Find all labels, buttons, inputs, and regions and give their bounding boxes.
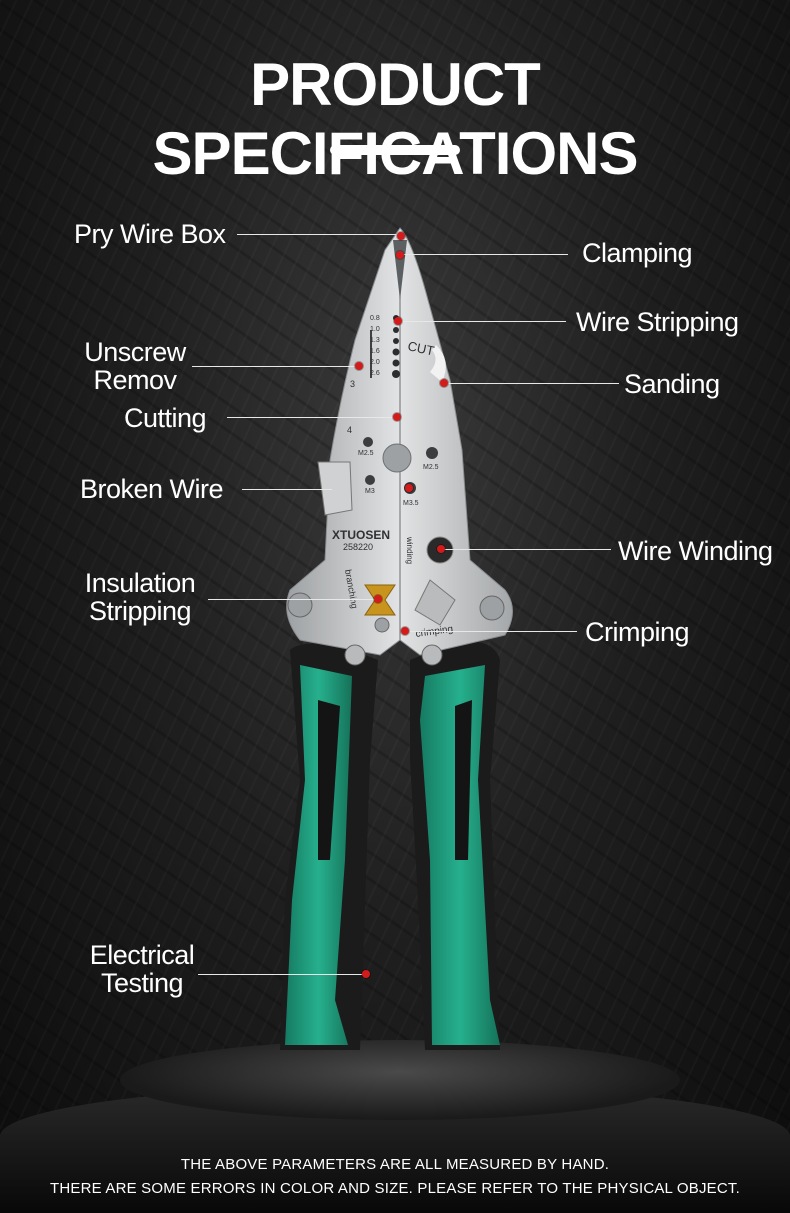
gauge-2: 1.3: [370, 337, 380, 344]
label-unscrew-remov: Unscrew Remov: [80, 338, 190, 394]
label-wire-stripping: Wire Stripping: [576, 307, 739, 337]
gauge-3: 1.6: [370, 348, 380, 355]
leader-wire-stripping: [398, 321, 566, 322]
label-sanding: Sanding: [624, 369, 720, 399]
marker-dot: [355, 362, 363, 370]
label-insulation-line2: Stripping: [88, 596, 192, 626]
label-insulation-stripping: Insulation Stripping: [78, 569, 202, 625]
right-handle: [410, 640, 500, 1050]
marker-dot: [394, 317, 402, 325]
winding-marking: winding: [405, 536, 414, 564]
brand-marking: XTUOSEN: [332, 528, 390, 542]
leader-cutting: [227, 417, 397, 418]
m3-marking: M3: [365, 488, 375, 495]
marker-dot: [393, 413, 401, 421]
marking-4: 4: [347, 425, 352, 435]
label-broken-wire: Broken Wire: [80, 474, 224, 504]
m25-left-marking: M2.5: [358, 450, 374, 457]
label-clamping: Clamping: [582, 238, 693, 268]
gauge-0: 0.8: [370, 315, 380, 322]
model-marking: 258220: [343, 542, 373, 552]
label-electrical-line2: Testing: [100, 968, 184, 998]
pedestal-top: [120, 1040, 680, 1120]
marker-dot: [440, 379, 448, 387]
marker-dot: [362, 970, 370, 978]
label-crimping: Crimping: [585, 617, 690, 647]
leader-insulation: [208, 599, 378, 600]
marker-dot: [397, 232, 405, 240]
marking-3: 3: [350, 379, 355, 389]
gauge-1: 1.0: [370, 326, 380, 333]
leader-pry-wire-box: [237, 234, 397, 235]
label-wire-winding: Wire Winding: [618, 536, 773, 566]
label-electrical-line1: Electrical: [89, 940, 195, 970]
marker-dot: [396, 251, 404, 259]
m35-marking: M3.5: [403, 500, 419, 507]
leader-electrical: [198, 974, 366, 975]
page-title: PRODUCT SPECIFICATIONS: [153, 51, 639, 187]
label-pry-wire-box: Pry Wire Box: [74, 219, 226, 249]
marker-dot: [405, 484, 413, 492]
cut-marking: CUT: [406, 338, 435, 358]
label-cutting: Cutting: [124, 403, 207, 433]
m25-right-marking: M2.5: [423, 464, 439, 471]
leader-crimping: [405, 631, 577, 632]
label-unscrew-line1: Unscrew: [84, 337, 186, 367]
marker-dot: [437, 545, 445, 553]
gauge-5: 2.6: [370, 370, 380, 377]
footer-line-1: THE ABOVE PARAMETERS ARE ALL MEASURED BY…: [180, 1156, 610, 1173]
leader-clamping: [400, 254, 568, 255]
leader-unscrew: [192, 366, 358, 367]
marker-dot: [401, 627, 409, 635]
leader-sanding: [444, 383, 619, 384]
leader-broken-wire: [242, 489, 332, 490]
title-underline: [330, 145, 460, 155]
gauge-4: 2.0: [370, 359, 380, 366]
leader-wire-winding: [441, 549, 611, 550]
marker-dot: [374, 595, 382, 603]
label-electrical-testing: Electrical Testing: [84, 941, 200, 997]
label-insulation-line1: Insulation: [84, 568, 196, 598]
left-handle: [280, 643, 378, 1050]
footer-line-2: THERE ARE SOME ERRORS IN COLOR AND SIZE.…: [49, 1180, 740, 1197]
label-unscrew-line2: Remov: [93, 365, 177, 395]
